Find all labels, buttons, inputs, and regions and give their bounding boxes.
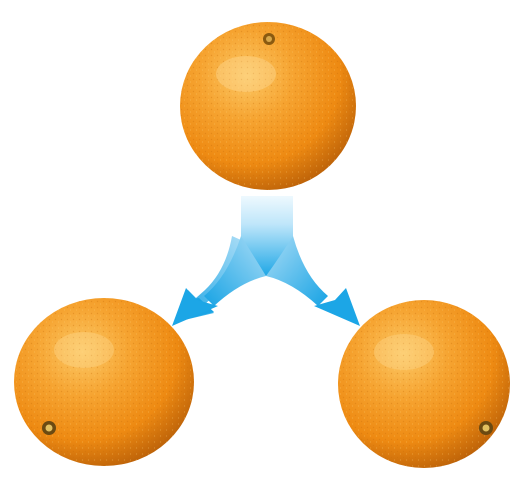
orange-bottom-left-navel <box>42 421 56 435</box>
orange-bottom-left <box>14 298 194 466</box>
orange-top <box>180 22 356 190</box>
split-arrow <box>172 196 360 326</box>
orange-top-navel <box>263 33 275 45</box>
orange-bottom-right <box>338 300 510 468</box>
orange-bottom-right-navel <box>479 421 493 435</box>
